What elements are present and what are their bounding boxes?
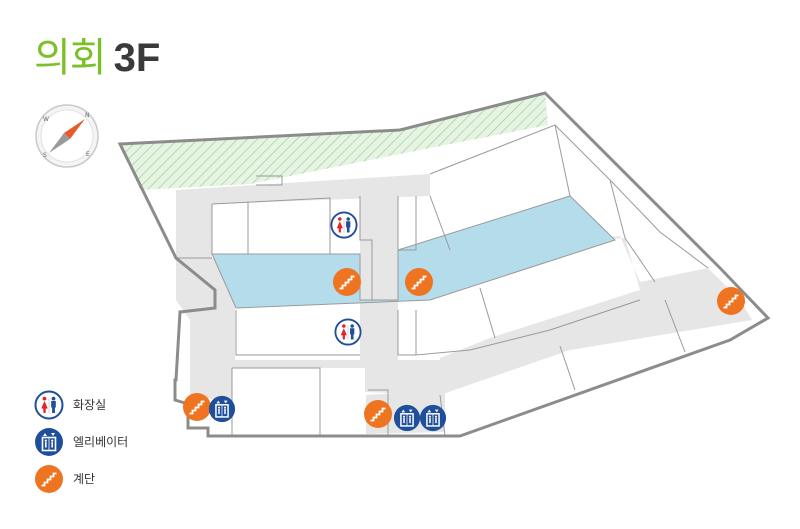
legend-label: 화장실	[73, 398, 107, 412]
stairs-icon[interactable]	[182, 392, 212, 422]
compass-e: E	[86, 151, 90, 158]
compass-n: N	[85, 112, 90, 119]
legend-item-elevator: 엘리베이터	[34, 423, 128, 460]
rooftop-garden	[120, 93, 548, 190]
restroom-icon	[34, 390, 64, 419]
building-name: 의회	[34, 36, 107, 80]
stairs-icon[interactable]	[716, 286, 746, 316]
legend-item-restroom: 화장실	[34, 386, 128, 423]
floor-label: 3F	[113, 36, 161, 80]
restroom-icon[interactable]	[330, 211, 358, 239]
compass-needle-south	[49, 133, 70, 153]
stairs-icon[interactable]	[404, 267, 434, 297]
elevator-icon[interactable]	[208, 395, 236, 423]
room-dividers	[176, 124, 709, 437]
compass-w: W	[43, 116, 49, 123]
restroom-icon[interactable]	[334, 318, 362, 346]
legend-item-stairs: 계단	[34, 460, 128, 497]
compass-needle-north	[64, 119, 85, 139]
elevator-icon[interactable]	[419, 404, 447, 432]
stairs-icon[interactable]	[332, 267, 362, 297]
map-legend: 화장실 엘리베이터 계단	[34, 386, 128, 497]
compass-s: S	[43, 152, 47, 159]
stairs-icon	[34, 463, 64, 494]
legend-label: 계단	[73, 472, 96, 486]
elevator-icon[interactable]	[393, 404, 421, 432]
compass-icon: N E S W	[35, 104, 99, 168]
legend-label: 엘리베이터	[73, 435, 129, 449]
stairs-icon[interactable]	[363, 399, 393, 429]
elevator-icon	[34, 426, 64, 457]
building-outline	[117, 91, 771, 438]
